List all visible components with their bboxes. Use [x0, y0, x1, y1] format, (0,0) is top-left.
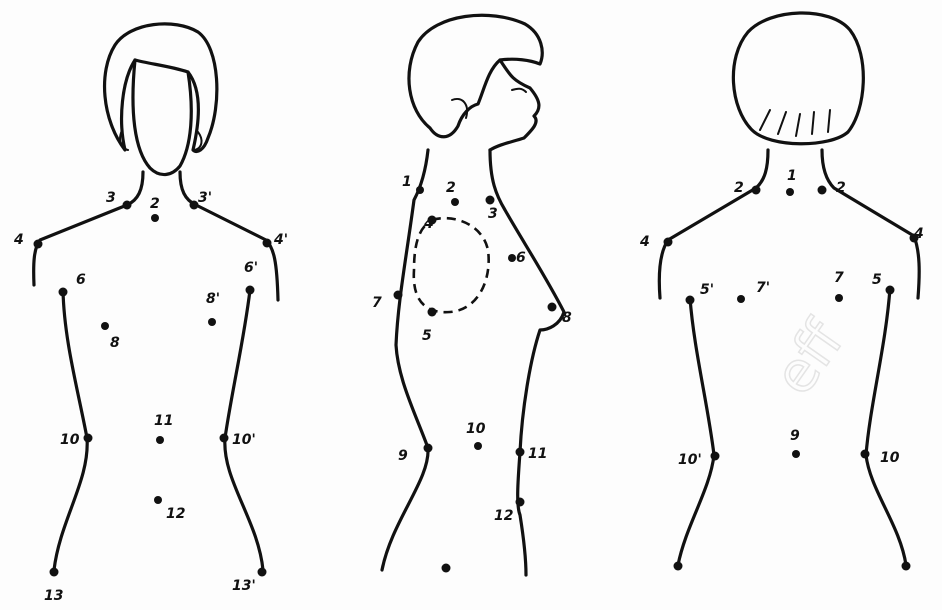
front-point-6-prime [246, 286, 255, 295]
front-label-6-prime: 6' [244, 260, 258, 276]
front-label-10-prime: 10' [232, 432, 256, 448]
back-point-10-prime [711, 452, 720, 461]
side-label-11: 11 [528, 446, 547, 462]
side-point-10 [474, 442, 482, 450]
side-point-12 [516, 498, 525, 507]
back-labels: 2 1 2 4 4 5' 7' 7 5 10' 9 10 [639, 168, 924, 468]
back-point-1 [786, 188, 794, 196]
back-point-5-prime [686, 296, 695, 305]
side-point-1 [416, 186, 424, 194]
front-label-11: 11 [154, 413, 173, 429]
side-label-8: 8 [562, 310, 572, 326]
side-labels: 1 2 3 4 5 6 7 8 9 10 11 12 [372, 174, 572, 524]
front-label-3-prime: 3' [198, 190, 212, 206]
back-point-5 [886, 286, 895, 295]
side-label-4: 4 [423, 216, 434, 232]
side-label-2: 2 [446, 180, 456, 196]
side-point-3 [486, 196, 495, 205]
front-labels: 3 2 3' 4 4' 6 6' 8 8' 10 10' 11 12 13 13… [13, 190, 288, 604]
back-label-7: 7 [834, 270, 844, 286]
side-points [394, 186, 557, 573]
front-label-13-prime: 13' [232, 578, 256, 594]
front-label-3: 3 [106, 190, 116, 206]
side-point-9 [424, 444, 433, 453]
front-label-12: 12 [166, 506, 185, 522]
front-head [105, 24, 217, 175]
front-torso-outline [34, 172, 278, 570]
front-label-10: 10 [60, 432, 80, 448]
front-point-11 [156, 436, 164, 444]
front-label-4-prime: 4' [273, 232, 288, 248]
front-figure: 3 2 3' 4 4' 6 6' 8 8' 10 10' 11 12 13 13… [13, 24, 288, 604]
watermark-text: eff [761, 309, 857, 407]
front-point-4 [34, 240, 43, 249]
back-label-4-right: 4 [913, 226, 924, 242]
back-point-10 [861, 450, 870, 459]
back-label-2-right: 2 [836, 180, 846, 196]
back-point-bottom-left [674, 562, 683, 571]
front-point-13-prime [258, 568, 267, 577]
front-point-6 [59, 288, 68, 297]
back-point-7-prime [737, 295, 745, 303]
back-label-1: 1 [787, 168, 797, 184]
back-point-9 [792, 450, 800, 458]
back-label-9: 9 [790, 428, 800, 444]
side-label-12: 12 [494, 508, 513, 524]
front-point-13 [50, 568, 59, 577]
side-armhole-loop [414, 218, 489, 312]
side-label-3: 3 [488, 206, 498, 222]
side-point-5 [428, 308, 437, 317]
side-figure: 1 2 3 4 5 6 7 8 9 10 11 12 [372, 15, 572, 575]
side-label-1: 1 [402, 174, 412, 190]
back-point-2-left [752, 186, 761, 195]
side-head [409, 15, 542, 150]
front-label-4: 4 [13, 232, 24, 248]
side-body-outline [382, 150, 564, 575]
back-label-5: 5 [872, 272, 882, 288]
side-label-10: 10 [466, 421, 486, 437]
front-point-8 [101, 322, 109, 330]
front-point-10-prime [220, 434, 229, 443]
front-label-13: 13 [44, 588, 63, 604]
back-label-7-prime: 7' [756, 280, 770, 296]
side-label-7: 7 [372, 295, 382, 311]
side-point-bottom [442, 564, 451, 573]
side-point-7 [394, 291, 403, 300]
front-label-8-prime: 8' [206, 291, 220, 307]
side-point-6 [508, 254, 516, 262]
front-point-10 [84, 434, 93, 443]
side-label-9: 9 [398, 448, 408, 464]
back-label-5-prime: 5' [700, 282, 714, 298]
side-point-8 [548, 303, 557, 312]
front-label-2: 2 [150, 196, 160, 212]
front-point-8-prime [208, 318, 216, 326]
side-point-11 [516, 448, 525, 457]
front-point-2 [151, 214, 159, 222]
back-point-2-right [818, 186, 827, 195]
back-point-4-left [664, 238, 673, 247]
back-label-10-prime: 10' [678, 452, 702, 468]
side-label-6: 6 [516, 250, 526, 266]
front-label-8: 8 [110, 335, 120, 351]
back-figure: 2 1 2 4 4 5' 7' 7 5 10' 9 10 [639, 13, 924, 571]
front-point-12 [154, 496, 162, 504]
front-points [34, 201, 272, 577]
back-label-2-left: 2 [734, 180, 744, 196]
front-label-6: 6 [76, 272, 86, 288]
back-label-10: 10 [880, 450, 900, 466]
side-label-5: 5 [422, 328, 432, 344]
back-point-7 [835, 294, 843, 302]
back-label-4-left: 4 [639, 234, 650, 250]
back-point-bottom-right [902, 562, 911, 571]
front-point-4-prime [263, 239, 272, 248]
front-point-3 [123, 201, 132, 210]
back-head [733, 13, 863, 144]
side-point-2 [451, 198, 459, 206]
